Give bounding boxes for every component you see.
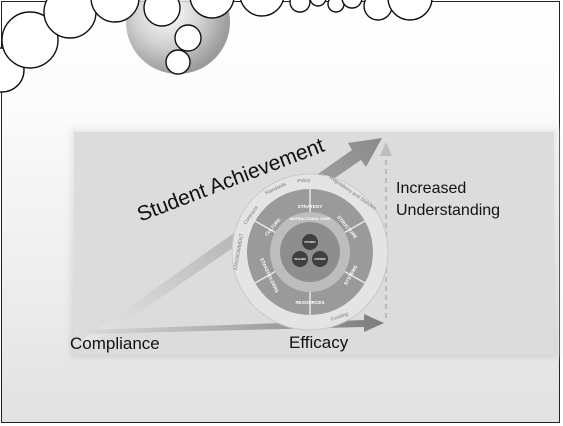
core-label-teacher: TEACHER <box>294 258 306 261</box>
bubble <box>240 0 284 17</box>
core-circle-teacher <box>292 251 308 267</box>
increased-label: Increased <box>396 180 467 197</box>
understanding-arrow-head <box>380 142 392 156</box>
bubble <box>174 24 202 52</box>
efficacy-arrow <box>88 314 384 334</box>
bubble <box>189 0 235 19</box>
bubble <box>341 0 363 9</box>
decorative-bubbles <box>0 0 433 93</box>
compliance-label: Compliance <box>70 334 160 353</box>
segment-resources: RESOURCES <box>295 300 324 305</box>
understanding-label: Understanding <box>396 202 501 219</box>
efficacy-label: Efficacy <box>289 333 349 352</box>
bubble <box>387 0 433 21</box>
ring-text-funding: Funding <box>330 311 349 323</box>
framework-wheel: STRATEGY STRUCTURE SYSTEMS RESOURCES STA… <box>231 173 389 331</box>
segment-strategy: STRATEGY <box>298 204 323 209</box>
bubble <box>1 11 59 69</box>
ring-text-policy: Policy <box>297 177 311 184</box>
bubble <box>309 0 327 7</box>
bubble <box>165 49 191 75</box>
core-circle-student <box>302 234 318 250</box>
core-label-student: STUDENT <box>304 241 316 244</box>
bubble <box>143 0 181 27</box>
core-circle-content <box>312 251 328 267</box>
core-label-content: CONTENT <box>314 258 326 261</box>
bubble <box>289 0 311 13</box>
bubble <box>90 0 140 23</box>
center-label: INSTRUCTIONAL CORE <box>290 217 331 221</box>
